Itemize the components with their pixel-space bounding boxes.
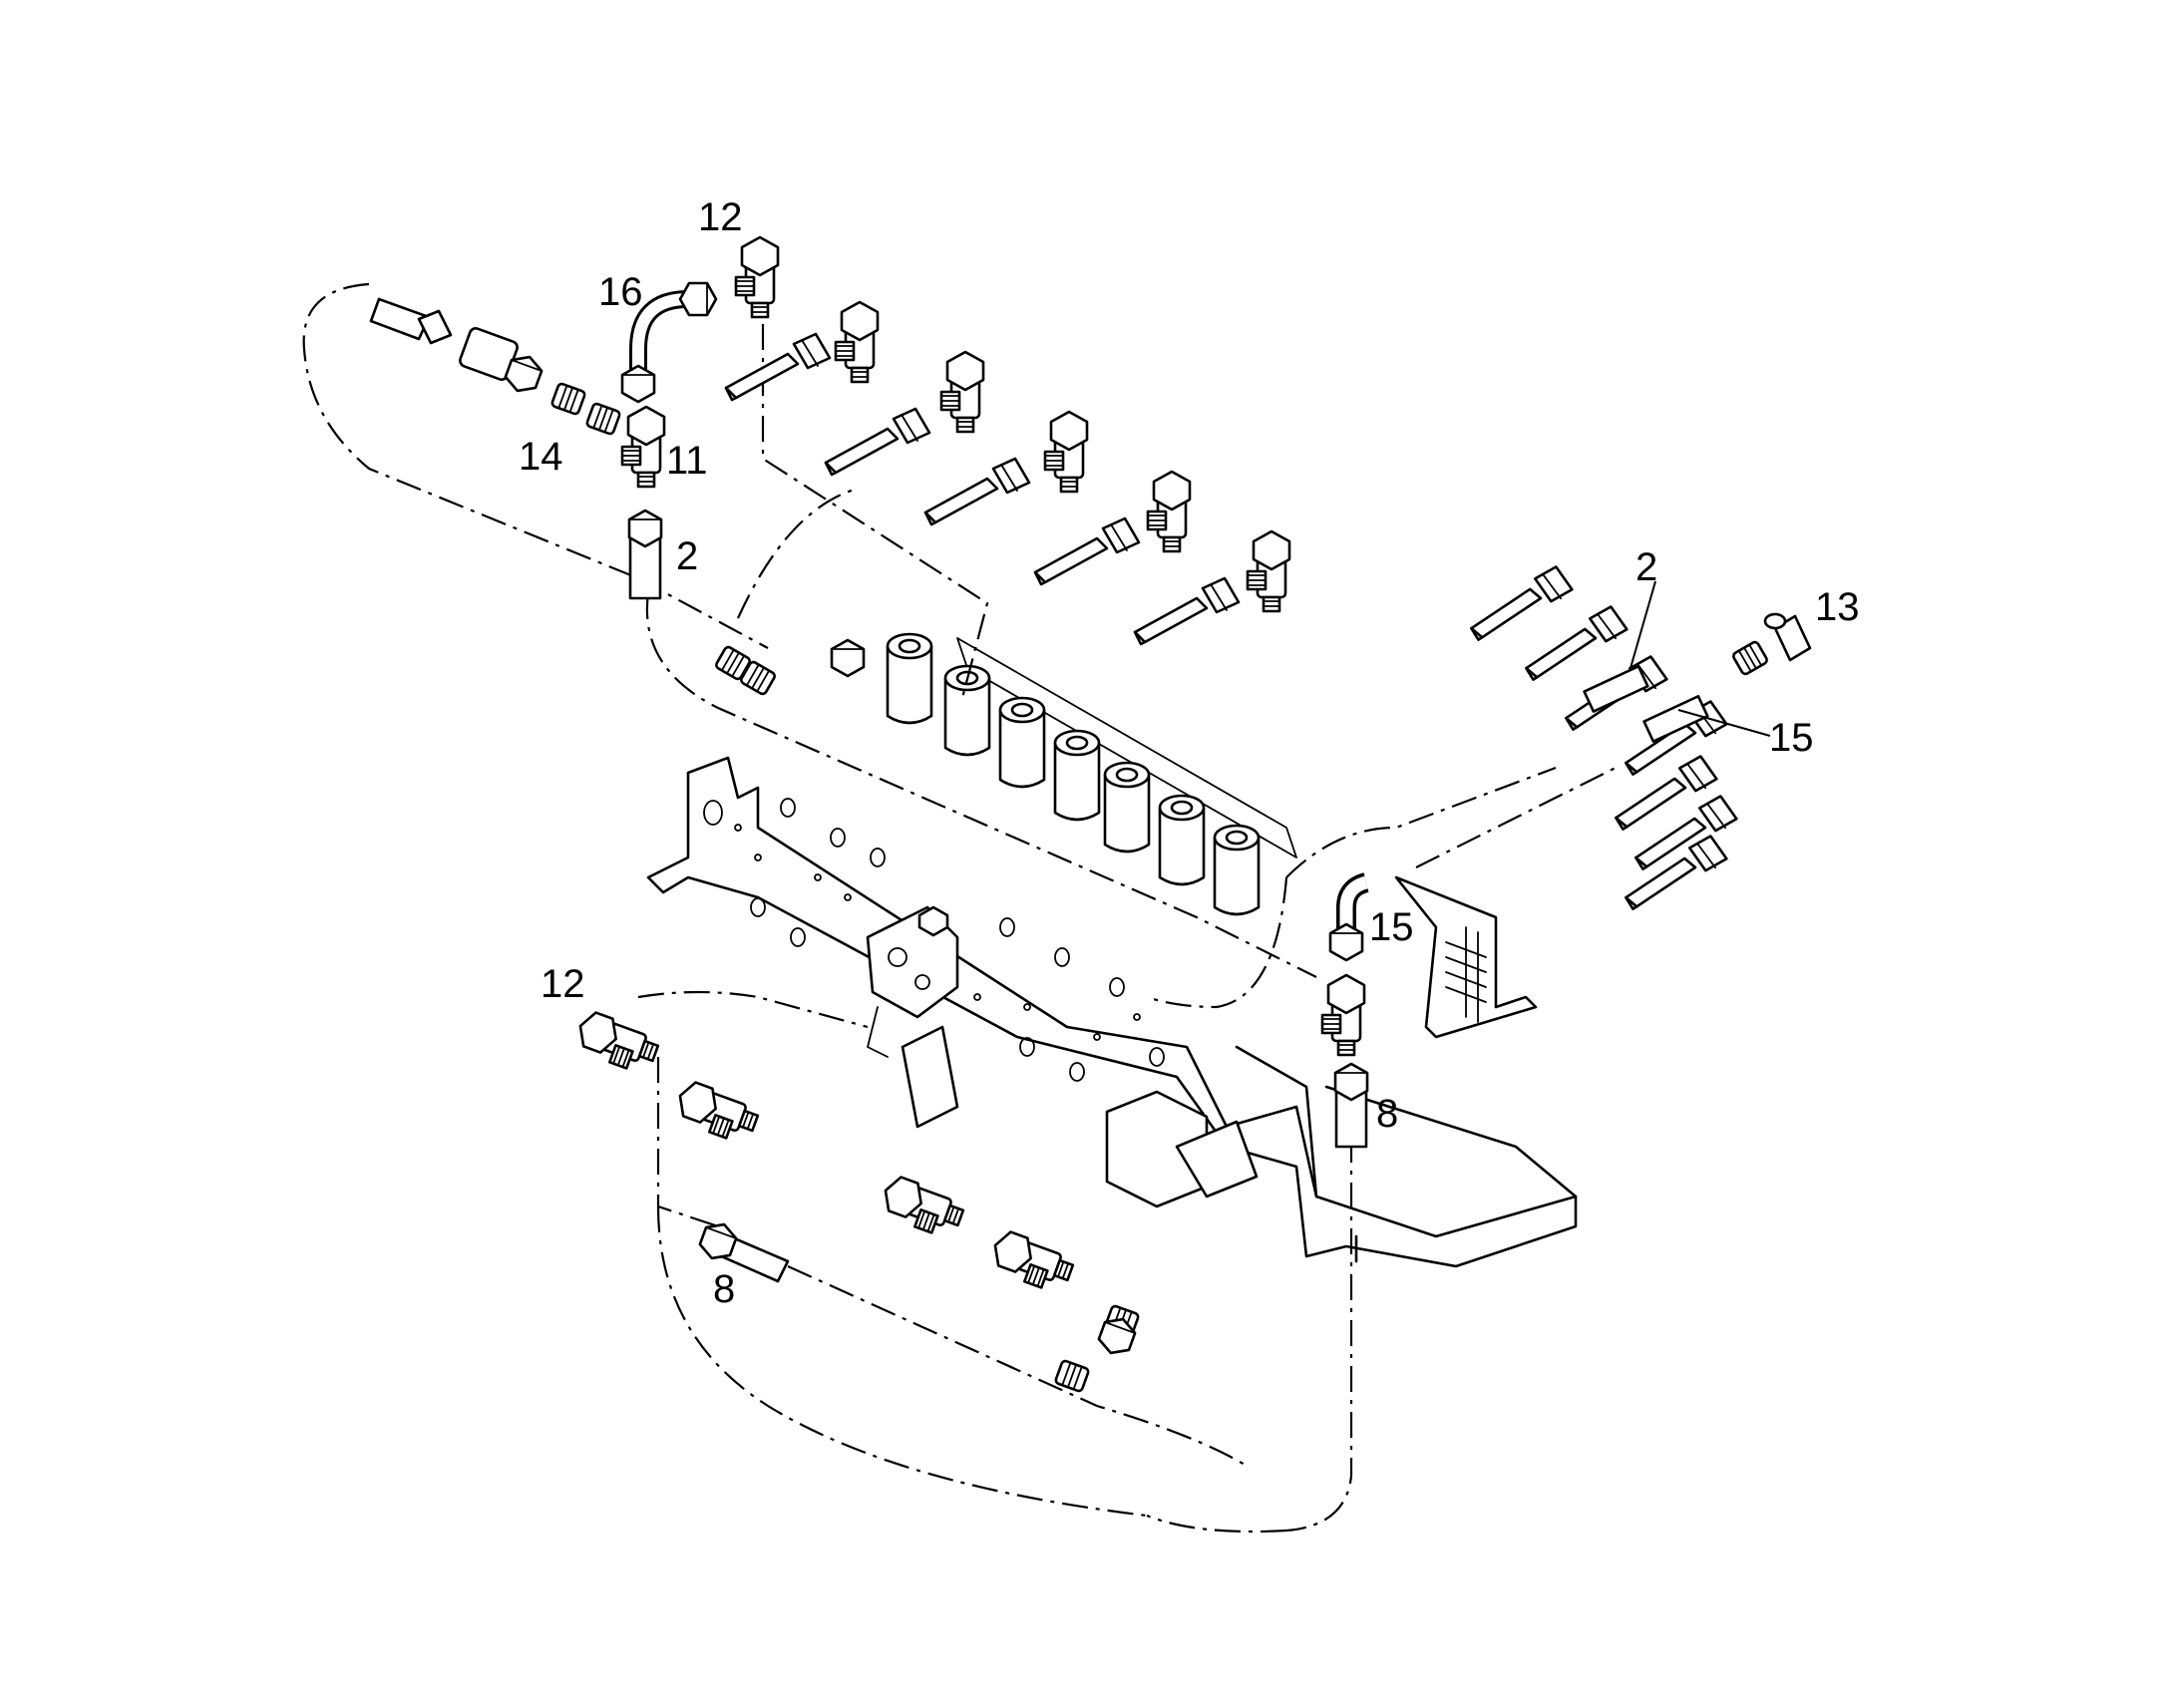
callout-16: 16: [598, 270, 643, 314]
right-fittings: [1320, 564, 1812, 1149]
callout-2-right: 2: [1635, 545, 1657, 589]
callout-8-left: 8: [713, 1267, 735, 1311]
callout-11: 11: [666, 439, 708, 483]
injector-line-fittings: [713, 235, 1291, 697]
callout-2-left: 2: [676, 534, 698, 578]
assembly-lines: [302, 282, 1617, 1534]
callout-labels: 12 16 14 11 2 2 13 15 15 12 8 8: [519, 195, 1860, 1311]
lower-fittings: [570, 1007, 1141, 1394]
leader-lines: [1630, 580, 1771, 737]
callout-15-mid: 15: [1369, 905, 1414, 949]
callout-15-right: 15: [1769, 716, 1814, 760]
callout-13: 13: [1815, 585, 1860, 629]
callout-14: 14: [519, 435, 563, 479]
callout-8-right: 8: [1376, 1092, 1398, 1136]
engine-block: [646, 637, 1578, 1268]
upper-left-fittings: [369, 281, 718, 600]
injector-sleeves: [886, 632, 1261, 916]
callout-12-top: 12: [698, 195, 743, 239]
callout-12-bottom: 12: [541, 962, 585, 1006]
